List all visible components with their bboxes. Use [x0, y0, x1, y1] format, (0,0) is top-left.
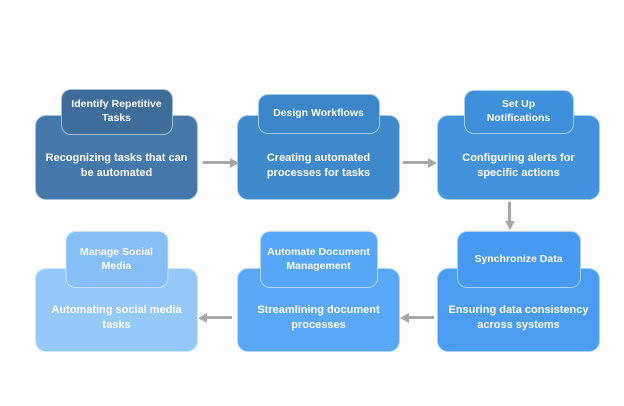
node-title-tab: Automate Document Management — [259, 231, 378, 288]
arrow-synchronize-to-document-icon — [408, 316, 434, 319]
node-title-tab: Set Up Notifications — [463, 90, 574, 134]
node-automate-document-management: Streamlining document processes Automate… — [237, 231, 400, 352]
node-title: Automate Document Management — [267, 245, 370, 272]
node-title-tab: Design Workflows — [257, 94, 380, 134]
node-title-tab: Synchronize Data — [456, 231, 581, 288]
node-description: Recognizing tasks that can be automated — [45, 151, 188, 179]
node-title: Synchronize Data — [474, 252, 563, 265]
node-description: Ensuring data consistency across systems — [448, 304, 589, 331]
arrow-identify-to-design-icon — [203, 161, 231, 164]
arrow-design-to-notifications-icon — [403, 161, 429, 164]
node-description: Automating social media tasks — [51, 304, 182, 331]
node-title: Design Workflows — [273, 107, 364, 120]
node-description: Creating automated processes for tasks — [266, 151, 371, 179]
node-manage-social-media: Automating social media tasks Manage Soc… — [35, 231, 198, 352]
node-title: Identify Repetitive Tasks — [71, 98, 162, 124]
node-synchronize-data: Ensuring data consistency across systems… — [437, 231, 600, 352]
node-description: Configuring alerts for specific actions — [462, 151, 575, 179]
node-title-tab: Identify Repetitive Tasks — [60, 89, 173, 135]
arrow-document-to-social-icon — [206, 316, 232, 319]
node-description: Streamlining document processes — [257, 304, 380, 331]
node-set-up-notifications: Configuring alerts for specific actions … — [437, 90, 600, 200]
node-identify-repetitive-tasks: Recognizing tasks that can be automated … — [35, 89, 198, 200]
node-title-tab: Manage Social Media — [65, 231, 168, 288]
node-title: Manage Social Media — [80, 245, 153, 272]
node-title: Set Up Notifications — [486, 98, 551, 124]
node-design-workflows: Creating automated processes for tasks D… — [237, 94, 400, 200]
arrow-notifications-to-synchronize-icon — [508, 202, 511, 222]
